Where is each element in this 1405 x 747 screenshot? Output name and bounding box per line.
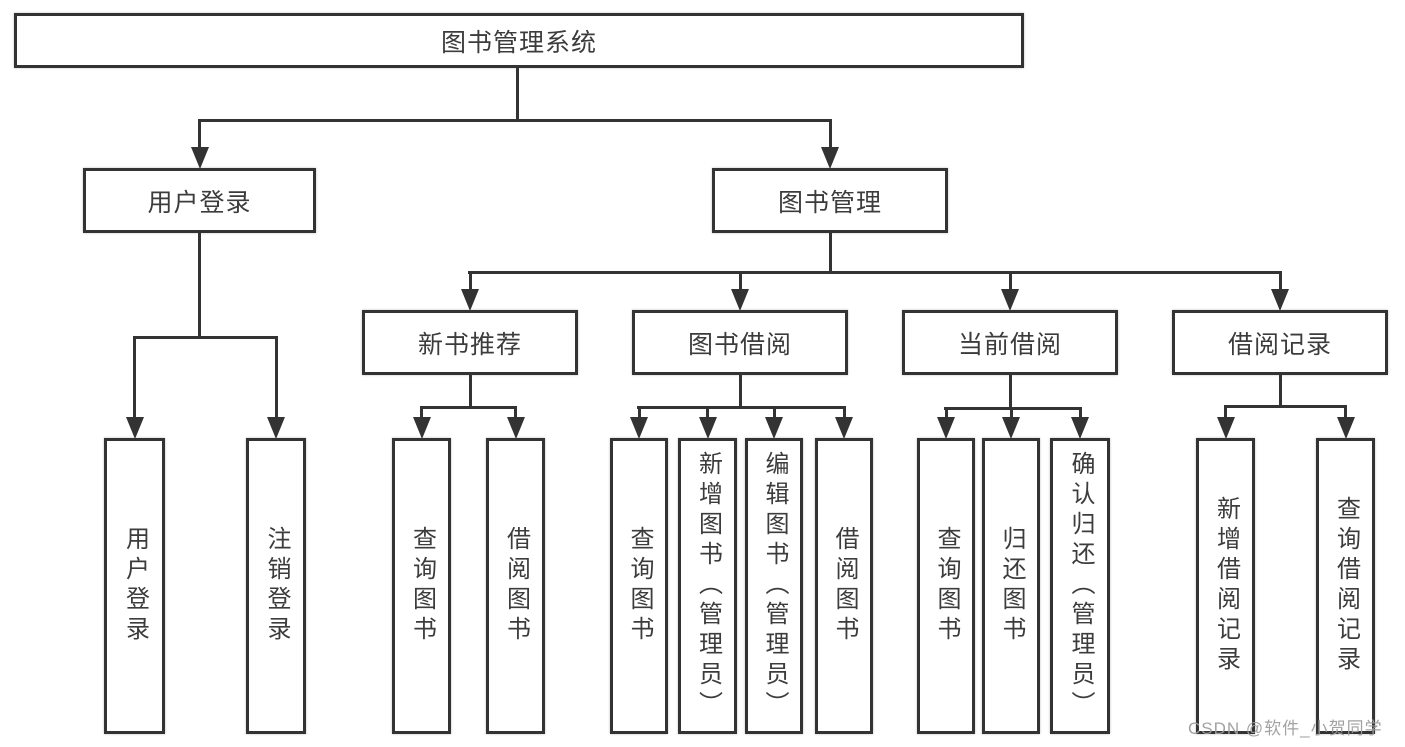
connector-book-management-stem (828, 233, 832, 274)
arrowhead-cb-confirm (1071, 417, 1089, 439)
connector-to-current-borrow (1008, 271, 1012, 289)
leaf-bb-query-books: 查询图书 (610, 438, 668, 734)
connector-user-login-split (133, 336, 278, 339)
connector-to-br-query (1344, 405, 1347, 417)
connector-to-new-books (468, 271, 472, 289)
arrowhead-cb-query (937, 417, 955, 439)
leaf-user-login: 用户登录 (104, 438, 165, 734)
arrowhead-user-login (190, 147, 209, 169)
leaf-cb-query-books: 查询图书 (917, 438, 975, 734)
leaf-cb-confirm-return-admin: 确认归还（管理员） (1050, 438, 1110, 734)
arrowhead-new-books (461, 289, 479, 311)
leaf-nb-borrow-books: 借阅图书 (486, 438, 545, 734)
connector-to-leaf-logout (274, 336, 278, 417)
connector-to-nb-query (420, 406, 423, 417)
node-user-login: 用户登录 (83, 168, 316, 233)
connector-borrow-records-split (1224, 405, 1347, 408)
node-borrow-records: 借阅记录 (1172, 310, 1388, 375)
connector-to-cb-confirm (1078, 407, 1082, 417)
node-current-borrow: 当前借阅 (902, 310, 1118, 375)
watermark: CSDN @软件_小贺同学 (1188, 719, 1383, 738)
connector-current-borrow-split (944, 407, 1082, 410)
connector-to-bb-add (706, 406, 709, 417)
node-library-management-system: 图书管理系统 (14, 13, 1024, 68)
connector-book-borrow-split (637, 406, 846, 409)
arrowhead-bb-borrow (835, 417, 853, 439)
arrowhead-bb-query (630, 417, 648, 439)
connector-to-nb-borrow (514, 406, 517, 417)
connector-to-br-add (1224, 405, 1227, 417)
arrowhead-leaf-logout (267, 417, 285, 439)
node-book-management: 图书管理 (712, 168, 948, 233)
arrowhead-cb-return (1002, 417, 1020, 439)
node-new-book-recommend: 新书推荐 (362, 310, 578, 375)
leaf-br-add-record: 新增借阅记录 (1196, 438, 1255, 734)
connector-book-management-split (468, 271, 1282, 274)
connector-to-borrow-records (1278, 271, 1282, 289)
arrowhead-leaf-user-login (125, 417, 144, 439)
connector-to-user-login (198, 119, 201, 148)
connector-to-bb-query (637, 406, 641, 417)
leaf-br-query-record: 查询借阅记录 (1316, 438, 1375, 734)
connector-root-split (198, 119, 832, 122)
arrowhead-book-management (821, 147, 839, 169)
connector-current-borrow-stem (1008, 375, 1012, 410)
leaf-logout: 注销登录 (246, 438, 306, 734)
connector-to-bb-borrow (842, 406, 846, 417)
arrowhead-book-borrow (731, 289, 749, 311)
connector-new-books-split (420, 406, 517, 409)
arrowhead-nb-query (412, 417, 431, 439)
arrowhead-bb-add (698, 417, 717, 439)
connector-book-borrow-stem (738, 375, 742, 409)
connector-new-books-stem (468, 375, 472, 409)
arrowhead-br-query (1336, 417, 1355, 439)
connector-to-cb-return (1009, 407, 1013, 417)
connector-to-cb-query (944, 407, 948, 417)
node-book-borrow: 图书借阅 (632, 310, 848, 375)
arrowhead-borrow-records (1271, 289, 1289, 311)
connector-to-leaf-user-login (133, 336, 136, 417)
arrowhead-br-add (1216, 417, 1235, 439)
leaf-bb-add-books-admin: 新增图书（管理员） (678, 438, 737, 734)
leaf-cb-return-books: 归还图书 (982, 438, 1040, 734)
connector-to-book-borrow (738, 271, 742, 289)
leaf-nb-query-books: 查询图书 (392, 438, 451, 734)
connector-borrow-records-stem (1278, 375, 1282, 408)
connector-root-stem (516, 68, 519, 122)
leaf-bb-borrow-books: 借阅图书 (815, 438, 873, 734)
leaf-bb-edit-books-admin: 编辑图书（管理员） (745, 438, 803, 734)
arrowhead-nb-borrow (506, 417, 525, 439)
connector-to-bb-edit (772, 406, 776, 417)
arrowhead-current-borrow (1001, 289, 1019, 311)
connector-to-book-management (828, 119, 832, 148)
connector-user-login-stem (198, 233, 201, 339)
arrowhead-bb-edit (765, 417, 783, 439)
